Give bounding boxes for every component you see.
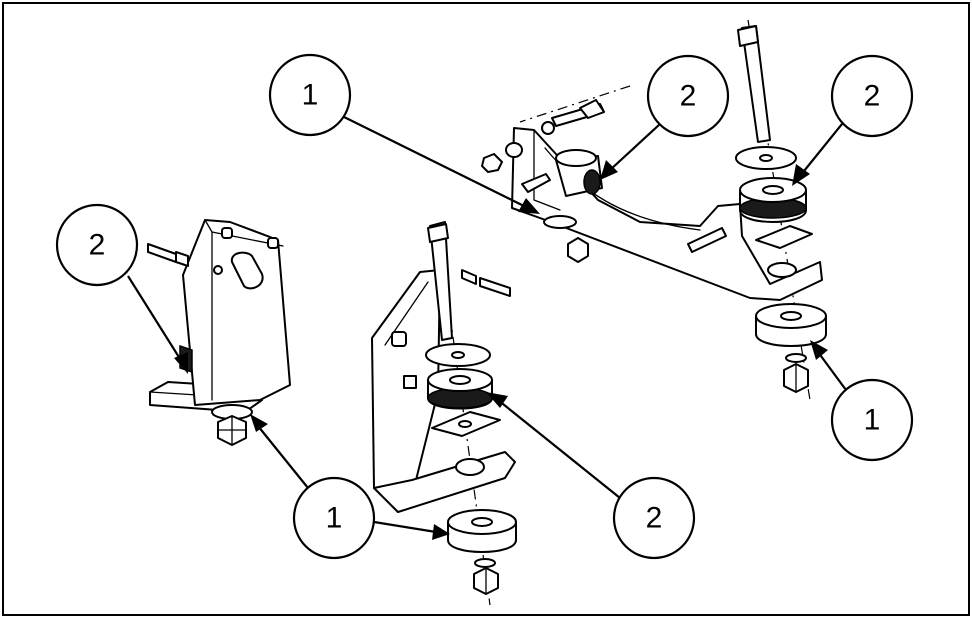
- leader-lines: [127, 114, 847, 540]
- callout-label: 2: [89, 229, 106, 262]
- left-mount-bracket: [147, 219, 291, 446]
- callout-2-top-center: 2: [646, 54, 730, 138]
- callout-label: 1: [302, 79, 319, 112]
- callout-2-bottom: 2: [612, 476, 696, 560]
- callout-label: 2: [680, 80, 697, 113]
- right-mount-bracket: [481, 19, 827, 401]
- callout-2-left: 2: [55, 203, 139, 287]
- callout-label: 1: [326, 502, 343, 535]
- callout-1-top-left: 1: [268, 53, 352, 137]
- middle-mount-bracket: [371, 221, 517, 606]
- callout-label: 1: [864, 404, 881, 437]
- callout-1-bottom-left: 1: [292, 476, 376, 560]
- callout-label: 2: [864, 80, 881, 113]
- callout-2-top-right: 2: [830, 54, 914, 138]
- callout-label: 2: [646, 502, 663, 535]
- callout-1-right: 1: [830, 378, 914, 462]
